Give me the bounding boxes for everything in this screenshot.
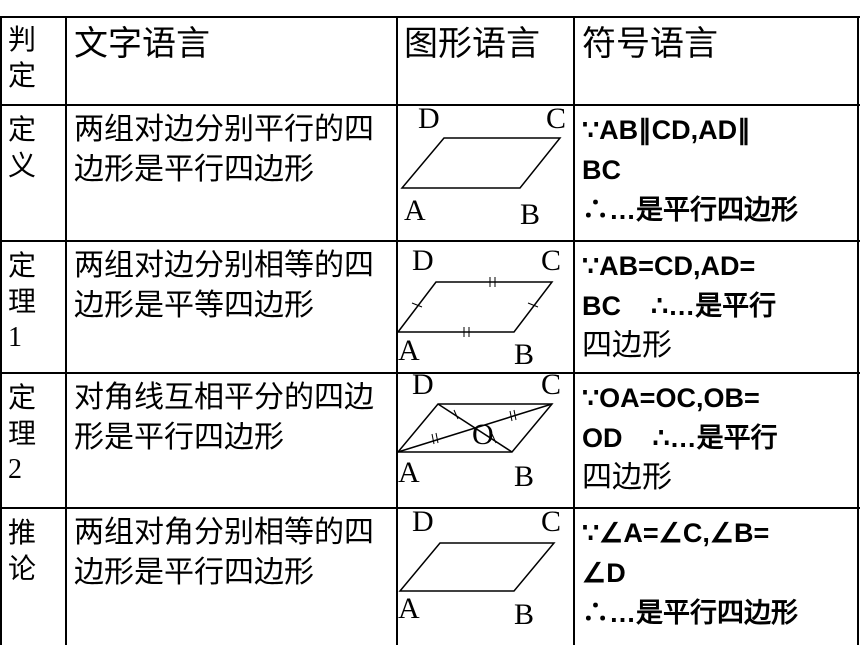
symbol-line: ∴…是平行四边形 bbox=[582, 598, 798, 628]
table-rule-row1 bbox=[0, 240, 860, 242]
symbol-line: ∵∠A=∠C,∠B= bbox=[582, 518, 770, 548]
parallelogram-figure bbox=[400, 137, 562, 189]
judge-char: 理 bbox=[8, 417, 37, 450]
vertex-label-b: B bbox=[514, 598, 535, 631]
symbol-line: OD ∴…是平行 bbox=[582, 423, 778, 453]
vertex-label-d: D bbox=[412, 368, 434, 401]
table-rule-header bbox=[0, 104, 860, 106]
symbol-line: ∵OA=OC,OB= bbox=[582, 383, 760, 413]
row-judge: 定 理 2 bbox=[8, 380, 48, 488]
vertex-label-a: A bbox=[398, 592, 420, 625]
table-rule-col2 bbox=[396, 16, 398, 645]
vertex-label-a: A bbox=[398, 456, 420, 489]
row-symbol: ∵AB∥CD,AD∥ BC ∴…是平行四边形 bbox=[582, 110, 854, 230]
judge-char: 2 bbox=[8, 454, 22, 485]
vertex-label-d: D bbox=[412, 244, 434, 277]
judge-char: 定 bbox=[8, 249, 37, 282]
judge-char: 定 bbox=[8, 113, 37, 146]
table-rule-col1 bbox=[65, 16, 67, 645]
header-text-language: 文字语言 bbox=[74, 24, 210, 64]
judge-char: 义 bbox=[8, 149, 37, 182]
symbol-line: ∠D bbox=[582, 558, 626, 588]
table-rule-row3 bbox=[0, 507, 860, 509]
symbol-line: ∵AB∥CD,AD∥ bbox=[582, 115, 751, 145]
row-symbol: ∵OA=OC,OB= OD ∴…是平行 四边形 bbox=[582, 378, 854, 498]
row-text: 两组对边分别相等的四边形是平等四边形 bbox=[74, 248, 374, 323]
row-symbol: ∵∠A=∠C,∠B= ∠D ∴…是平行四边形 bbox=[582, 513, 854, 633]
vertex-label-d: D bbox=[412, 505, 434, 538]
row-judge: 定 义 bbox=[8, 112, 48, 184]
table-rule-col3 bbox=[573, 16, 575, 645]
vertex-label-b: B bbox=[520, 198, 541, 231]
header-symbol-language: 符号语言 bbox=[582, 24, 718, 64]
center-label-o: O bbox=[472, 418, 494, 451]
header-figure-language: 图形语言 bbox=[404, 24, 540, 64]
judge-char: 推 bbox=[8, 516, 37, 549]
judge-char: 1 bbox=[8, 322, 22, 353]
vertex-label-c: C bbox=[546, 102, 567, 135]
vertex-label-c: C bbox=[541, 368, 562, 401]
judge-char: 论 bbox=[8, 552, 37, 585]
parallelogram-with-diagonals-figure bbox=[396, 403, 554, 453]
symbol-line: 四边形 bbox=[582, 328, 672, 363]
parallelogram-figure bbox=[398, 542, 556, 592]
row-symbol: ∵AB=CD,AD= BC ∴…是平行 四边形 bbox=[582, 246, 854, 366]
vertex-label-c: C bbox=[541, 244, 562, 277]
symbol-line: ∴…是平行四边形 bbox=[582, 195, 798, 225]
parallelogram-figure bbox=[396, 277, 554, 337]
symbol-line: 四边形 bbox=[582, 460, 672, 495]
vertex-label-a: A bbox=[404, 194, 426, 227]
row-judge: 推 论 bbox=[8, 515, 48, 587]
symbol-line: BC ∴…是平行 bbox=[582, 291, 777, 321]
symbol-line: ∵AB=CD,AD= bbox=[582, 251, 756, 281]
vertex-label-c: C bbox=[541, 505, 562, 538]
vertex-label-a: A bbox=[398, 334, 420, 367]
table-rule-left bbox=[0, 16, 2, 645]
header-judge: 判定 bbox=[8, 23, 37, 92]
row-text: 两组对边分别平行的四边形是平行四边形 bbox=[74, 112, 374, 187]
table-rule-right bbox=[857, 16, 859, 645]
row-text: 两组对角分别相等的四边形是平行四边形 bbox=[74, 515, 374, 590]
vertex-label-d: D bbox=[418, 102, 440, 135]
symbol-line: BC bbox=[582, 155, 621, 185]
vertex-label-b: B bbox=[514, 460, 535, 493]
row-judge: 定 理 1 bbox=[8, 248, 48, 356]
judge-char: 理 bbox=[8, 285, 37, 318]
row-text: 对角线互相平分的四边形是平行四边形 bbox=[74, 380, 374, 455]
table-rule-top bbox=[0, 16, 860, 18]
table-rule-row2 bbox=[0, 372, 860, 374]
vertex-label-b: B bbox=[514, 338, 535, 371]
judge-char: 定 bbox=[8, 381, 37, 414]
